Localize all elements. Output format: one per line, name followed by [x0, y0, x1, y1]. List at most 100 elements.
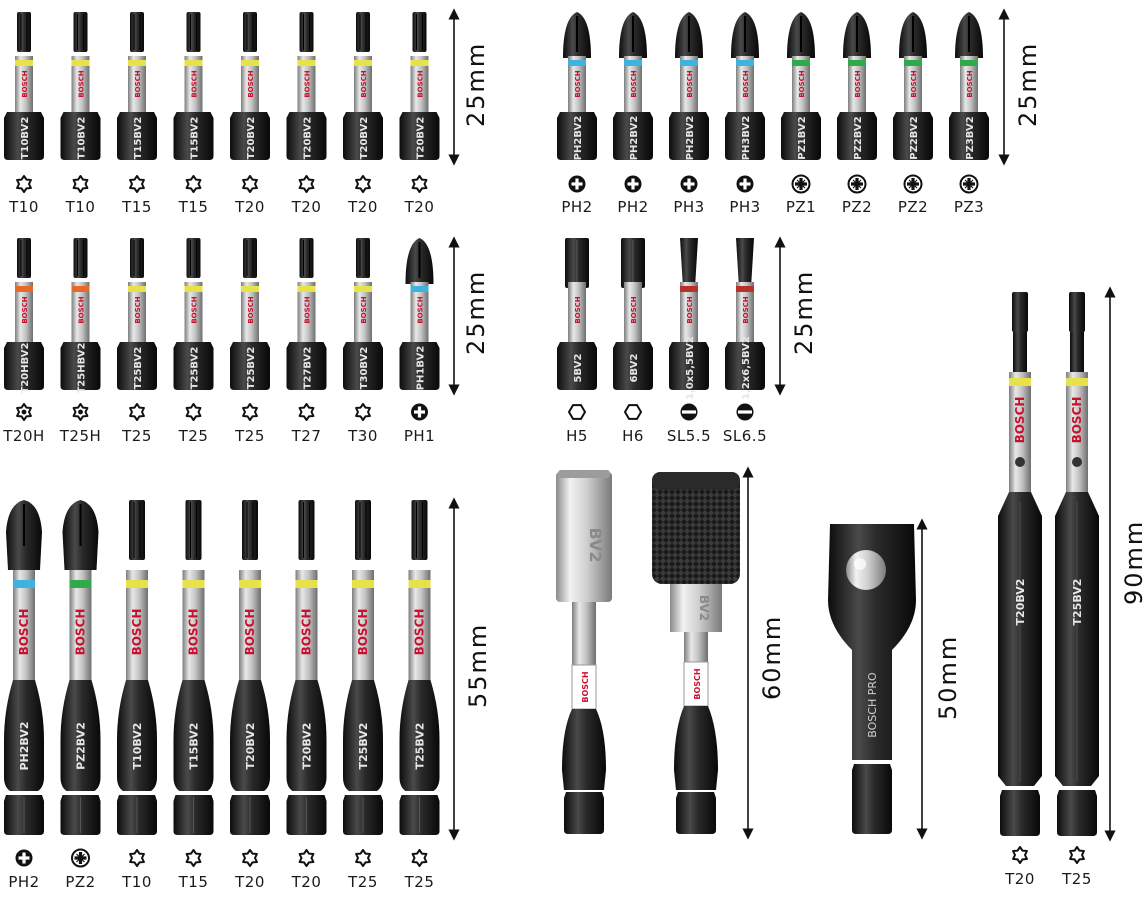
bit-label: T10	[65, 198, 96, 216]
bit-label: T20H	[3, 427, 45, 445]
svg-text:T30BV2: T30BV2	[359, 347, 370, 390]
svg-text:T25BV2: T25BV2	[133, 347, 144, 390]
bit-label: T20	[291, 873, 322, 891]
bit-short-ph3: BOSCH PH3BV2	[725, 12, 765, 160]
torx-icon	[185, 175, 202, 193]
svg-text:BOSCH: BOSCH	[742, 70, 750, 97]
bit-short-t15: BOSCH T15BV2	[117, 12, 157, 160]
phillips-icon	[624, 175, 642, 193]
svg-text:BOSCH: BOSCH	[187, 609, 201, 656]
svg-text:BOSCH: BOSCH	[74, 609, 88, 656]
svg-text:BOSCH: BOSCH	[686, 70, 694, 97]
svg-text:BOSCH: BOSCH	[910, 70, 918, 97]
svg-text:PZ3BV2: PZ3BV2	[965, 116, 976, 159]
phillips-icon	[411, 403, 428, 421]
dimension-label: 25mm	[462, 41, 490, 127]
bit-label: T15	[178, 873, 209, 891]
pozi-icon	[903, 174, 923, 194]
bit-short-t15: BOSCH T15BV2	[173, 12, 214, 160]
svg-text:T20BV2: T20BV2	[301, 723, 314, 770]
svg-text:T20BV2: T20BV2	[244, 723, 257, 770]
bit-label: PH2	[561, 198, 593, 216]
svg-text:PZ1BV2: PZ1BV2	[797, 116, 808, 159]
torx-icon	[411, 849, 428, 867]
bit-label: T15	[122, 198, 152, 216]
bit-label: PH3	[673, 198, 705, 216]
svg-text:BOSCH: BOSCH	[1013, 397, 1027, 444]
torx-icon	[72, 175, 89, 193]
svg-text:BOSCH: BOSCH	[581, 671, 590, 702]
svg-text:BOSCH: BOSCH	[686, 296, 694, 323]
socket-adapter: BOSCH PRO	[828, 524, 916, 834]
bit-label: T25	[122, 427, 152, 445]
svg-text:BOSCH: BOSCH	[574, 296, 582, 323]
svg-text:BOSCH: BOSCH	[78, 70, 86, 97]
dimension-label: 25mm	[1014, 41, 1042, 127]
svg-text:BOSCH: BOSCH	[413, 609, 427, 656]
bit-power-t10: BOSCH T10BV2	[117, 500, 157, 835]
bit-label: T30	[348, 427, 378, 445]
svg-text:T25HBV2: T25HBV2	[77, 342, 88, 393]
slot-icon	[680, 403, 698, 421]
dimension-label: 60mm	[758, 614, 786, 700]
phillips-icon	[736, 175, 754, 193]
bit-label: SL6.5	[722, 427, 768, 445]
svg-text:T25BV2: T25BV2	[1071, 579, 1084, 626]
torx-icon	[185, 403, 202, 421]
svg-text:BOSCH: BOSCH	[21, 70, 29, 97]
svg-text:BOSCH: BOSCH	[356, 609, 370, 656]
svg-text:BOSCH: BOSCH	[360, 70, 368, 97]
svg-text:BOSCH: BOSCH	[78, 296, 86, 323]
torx-icon	[298, 403, 315, 421]
svg-text:PH3BV2: PH3BV2	[741, 116, 752, 161]
svg-text:PH2BV2: PH2BV2	[629, 116, 640, 161]
svg-text:BOSCH: BOSCH	[304, 70, 312, 97]
svg-text:BOSCH: BOSCH	[247, 296, 255, 323]
torx-icon	[242, 175, 258, 193]
svg-text:T15BV2: T15BV2	[190, 117, 201, 160]
svg-text:BOSCH: BOSCH	[130, 609, 144, 656]
bit-label: PH1	[403, 427, 436, 445]
bit-label: T25	[1062, 870, 1092, 888]
bit-power-t20: BOSCH T20BV2	[286, 500, 327, 835]
svg-text:BOSCH: BOSCH	[191, 70, 199, 97]
torx-icon	[355, 175, 371, 193]
svg-text:T25BV2: T25BV2	[190, 347, 201, 390]
svg-text:T15BV2: T15BV2	[133, 117, 144, 160]
bit-label: T20	[348, 198, 378, 216]
phillips-icon	[680, 175, 698, 193]
bit-label: PH2	[617, 198, 649, 216]
svg-text:BOSCH: BOSCH	[300, 609, 314, 656]
bit-label: T15	[178, 198, 209, 216]
slot-icon	[736, 403, 754, 421]
svg-text:BOSCH: BOSCH	[17, 609, 31, 656]
torx-icon	[411, 175, 428, 193]
svg-text:BV2: BV2	[586, 527, 605, 562]
svg-text:BOSCH: BOSCH	[304, 296, 312, 323]
svg-text:BOSCH: BOSCH	[134, 70, 142, 97]
svg-text:BOSCH: BOSCH	[630, 296, 638, 323]
svg-text:BOSCH: BOSCH	[134, 296, 142, 323]
svg-text:T10BV2: T10BV2	[131, 723, 144, 770]
dimension-label: 90mm	[1120, 519, 1148, 605]
